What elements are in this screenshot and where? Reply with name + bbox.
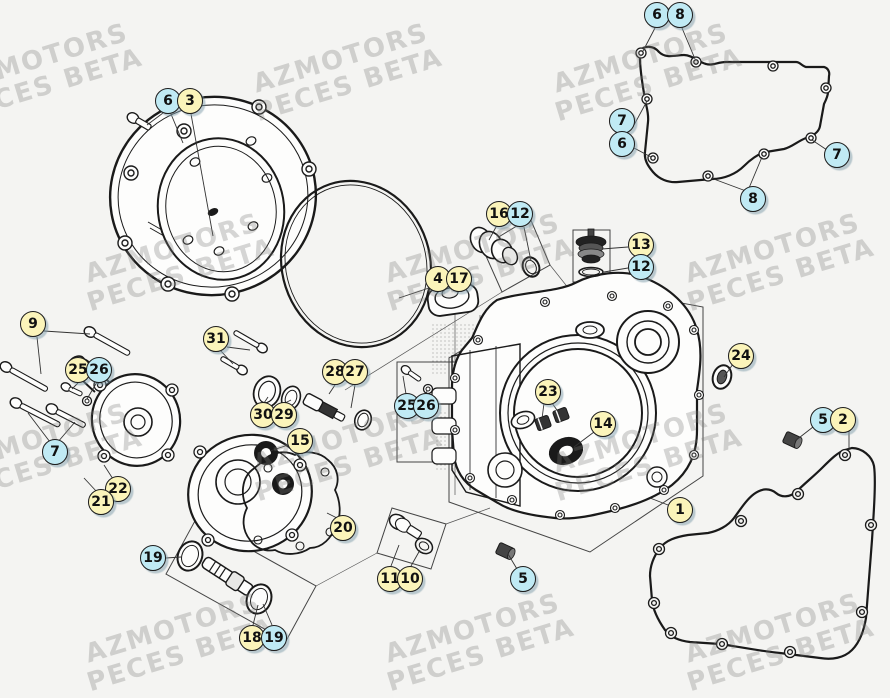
pump-bolts bbox=[220, 330, 268, 376]
callout-19[interactable]: 19 bbox=[261, 625, 287, 651]
callout-23[interactable]: 23 bbox=[535, 379, 561, 405]
small-parts bbox=[495, 364, 803, 560]
screw-washer-mid bbox=[400, 364, 434, 395]
shaft-kit bbox=[176, 540, 273, 615]
callout-1[interactable]: 1 bbox=[667, 497, 693, 523]
bottom-gasket bbox=[647, 446, 878, 660]
callout-30[interactable]: 30 bbox=[250, 402, 276, 428]
callout-7[interactable]: 7 bbox=[42, 439, 68, 465]
drain-plug-box bbox=[376, 507, 447, 570]
pump-shaft-group bbox=[252, 375, 373, 431]
callout-12[interactable]: 12 bbox=[628, 254, 654, 280]
drain-plug-group bbox=[388, 513, 434, 555]
callout-18[interactable]: 18 bbox=[239, 625, 265, 651]
mounting-bolts bbox=[0, 326, 131, 428]
screw-washer-left bbox=[60, 382, 93, 407]
callout-6[interactable]: 6 bbox=[609, 131, 635, 157]
callout-29[interactable]: 29 bbox=[271, 402, 297, 428]
callout-27[interactable]: 27 bbox=[342, 359, 368, 385]
callout-12[interactable]: 12 bbox=[507, 201, 533, 227]
plug-kit-box bbox=[481, 217, 551, 293]
callout-20[interactable]: 20 bbox=[330, 515, 356, 541]
callout-7[interactable]: 7 bbox=[824, 142, 850, 168]
callout-31[interactable]: 31 bbox=[203, 326, 229, 352]
callout-21[interactable]: 21 bbox=[88, 489, 114, 515]
oval-gasket bbox=[279, 179, 433, 349]
callout-6[interactable]: 6 bbox=[644, 2, 670, 28]
cover-bolt bbox=[126, 112, 152, 131]
callout-15[interactable]: 15 bbox=[287, 428, 313, 454]
plug-group bbox=[469, 226, 541, 278]
callout-26[interactable]: 26 bbox=[86, 357, 112, 383]
cover-assembly-box bbox=[448, 282, 704, 553]
callout-19[interactable]: 19 bbox=[140, 545, 166, 571]
callout-2[interactable]: 2 bbox=[830, 407, 856, 433]
callout-9[interactable]: 9 bbox=[20, 311, 46, 337]
top-gasket bbox=[635, 45, 832, 184]
callout-8[interactable]: 8 bbox=[740, 186, 766, 212]
callout-14[interactable]: 14 bbox=[590, 411, 616, 437]
callout-3[interactable]: 3 bbox=[177, 88, 203, 114]
callout-5[interactable]: 5 bbox=[510, 566, 536, 592]
callout-13[interactable]: 13 bbox=[628, 232, 654, 258]
callout-26[interactable]: 26 bbox=[413, 393, 439, 419]
callout-25[interactable]: 25 bbox=[65, 357, 91, 383]
thermostat-group bbox=[575, 228, 607, 278]
dowel-pin-2 bbox=[495, 542, 516, 560]
callout-24[interactable]: 24 bbox=[728, 343, 754, 369]
callout-17[interactable]: 17 bbox=[446, 266, 472, 292]
clutch-cover-outer bbox=[108, 95, 318, 302]
callout-8[interactable]: 8 bbox=[667, 2, 693, 28]
callout-10[interactable]: 10 bbox=[397, 566, 423, 592]
callout-6[interactable]: 6 bbox=[155, 88, 181, 114]
impeller-housing bbox=[187, 433, 313, 553]
callout-16[interactable]: 16 bbox=[486, 201, 512, 227]
